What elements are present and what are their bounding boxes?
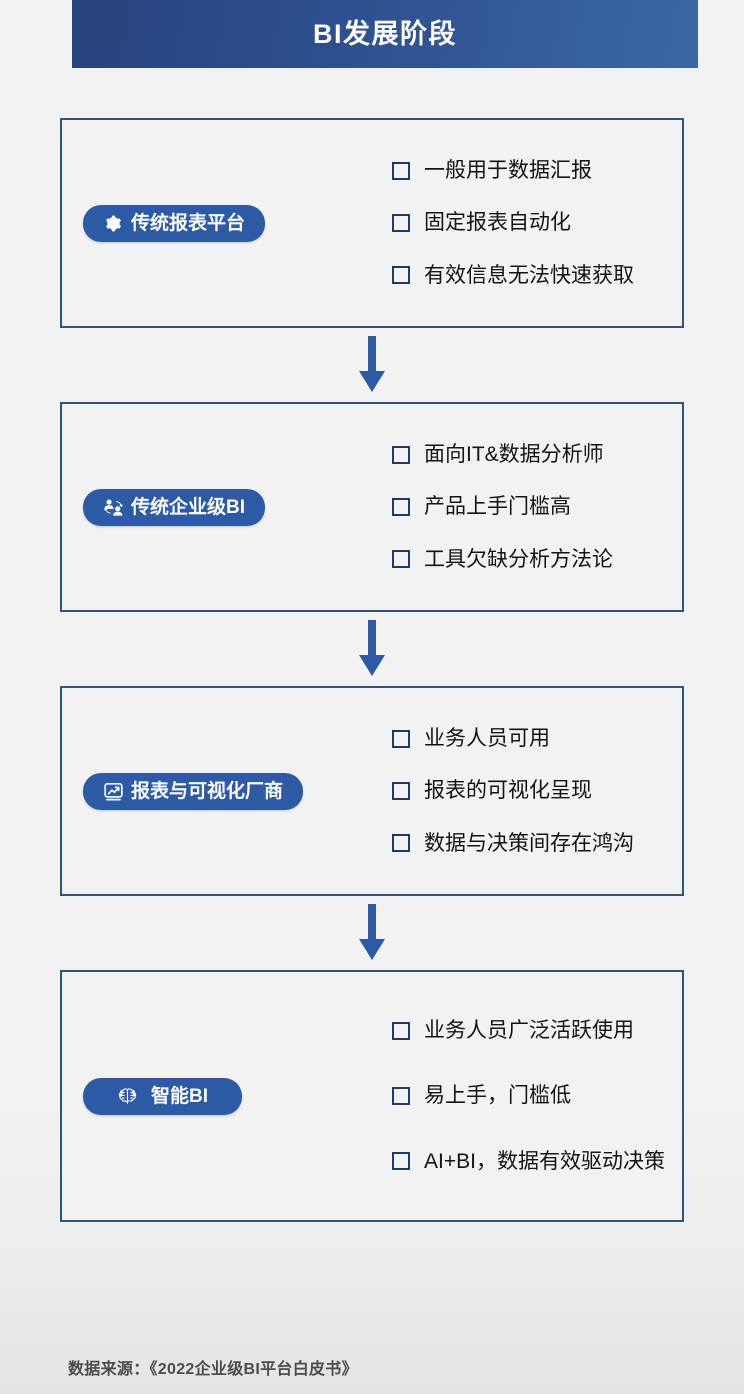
stage-flow: 传统报表平台 一般用于数据汇报 固定报表自动化 有效信息无法快速获取 bbox=[0, 118, 744, 1222]
checkbox-icon bbox=[392, 266, 410, 285]
stage-card-3[interactable]: 报表与可视化厂商 业务人员可用 报表的可视化呈现 数据与决策间存在鸿沟 bbox=[60, 686, 684, 896]
stage-4-badge[interactable]: 智能BI bbox=[83, 1077, 243, 1115]
users-exchange-icon bbox=[103, 497, 124, 518]
bullet-label: 面向IT&数据分析师 bbox=[424, 443, 604, 467]
checkbox-icon bbox=[392, 1152, 410, 1171]
stage-2-badge[interactable]: 传统企业级BI bbox=[83, 488, 266, 526]
bullet-label: 报表的可视化呈现 bbox=[424, 779, 592, 803]
bullet-label: 有效信息无法快速获取 bbox=[424, 263, 634, 287]
stage-4-bullets: 业务人员广泛活跃使用 易上手，门槛低 AI+BI，数据有效驱动决策 bbox=[392, 1019, 682, 1173]
page-title: BI发展阶段 bbox=[313, 18, 457, 49]
stage-1-badge-label: 传统报表平台 bbox=[131, 212, 246, 234]
bullet-label: 工具欠缺分析方法论 bbox=[424, 547, 613, 571]
checkbox-icon bbox=[392, 782, 410, 800]
arrow-down-icon bbox=[359, 336, 385, 392]
bullet-item: AI+BI，数据有效驱动决策 bbox=[392, 1150, 672, 1173]
bullet-item: 产品上手门槛高 bbox=[392, 495, 672, 518]
bullet-item: 固定报表自动化 bbox=[392, 211, 672, 234]
bullet-item: 数据与决策间存在鸿沟 bbox=[392, 832, 672, 855]
bullet-label: 易上手，门槛低 bbox=[424, 1084, 571, 1108]
stage-card-4[interactable]: 智能BI 业务人员广泛活跃使用 易上手，门槛低 AI+BI，数据有效驱动决策 bbox=[60, 970, 684, 1222]
stage-4-badge-column: 智能BI bbox=[62, 1077, 392, 1115]
bullet-item: 有效信息无法快速获取 bbox=[392, 264, 672, 287]
stage-2-badge-column: 传统企业级BI bbox=[62, 488, 392, 526]
checkbox-icon bbox=[392, 498, 410, 516]
bullet-label: AI+BI，数据有效驱动决策 bbox=[424, 1149, 665, 1173]
bullet-item: 工具欠缺分析方法论 bbox=[392, 548, 672, 571]
stage-1-bullets: 一般用于数据汇报 固定报表自动化 有效信息无法快速获取 bbox=[392, 159, 682, 287]
chart-line-box-icon bbox=[103, 781, 124, 802]
ai-brain-icon bbox=[117, 1086, 138, 1107]
gear-icon bbox=[103, 213, 124, 234]
bullet-label: 一般用于数据汇报 bbox=[424, 159, 592, 183]
checkbox-icon bbox=[392, 834, 410, 853]
checkbox-icon bbox=[392, 1087, 410, 1105]
stage-1-badge[interactable]: 传统报表平台 bbox=[83, 204, 266, 242]
stage-3-bullets: 业务人员可用 报表的可视化呈现 数据与决策间存在鸿沟 bbox=[392, 727, 682, 855]
stage-2-badge-label: 传统企业级BI bbox=[131, 496, 246, 518]
checkbox-icon bbox=[392, 445, 410, 464]
stage-3-badge-label: 报表与可视化厂商 bbox=[131, 780, 284, 802]
bullet-label: 固定报表自动化 bbox=[424, 211, 571, 235]
arrow-stage-1-to-2 bbox=[0, 328, 744, 402]
stage-1-badge-column: 传统报表平台 bbox=[62, 204, 392, 242]
bullet-label: 数据与决策间存在鸿沟 bbox=[424, 831, 634, 855]
bullet-label: 业务人员广泛活跃使用 bbox=[424, 1019, 634, 1043]
checkbox-icon bbox=[392, 729, 410, 748]
bullet-item: 面向IT&数据分析师 bbox=[392, 443, 672, 466]
stage-3-badge[interactable]: 报表与可视化厂商 bbox=[83, 772, 304, 810]
arrow-stage-3-to-4 bbox=[0, 896, 744, 970]
header-banner: BI发展阶段 bbox=[72, 0, 698, 68]
checkbox-icon bbox=[392, 1021, 410, 1040]
bullet-item: 报表的可视化呈现 bbox=[392, 779, 672, 802]
checkbox-icon bbox=[392, 214, 410, 232]
bullet-item: 业务人员广泛活跃使用 bbox=[392, 1019, 672, 1042]
stage-2-bullets: 面向IT&数据分析师 产品上手门槛高 工具欠缺分析方法论 bbox=[392, 443, 682, 571]
bullet-item: 一般用于数据汇报 bbox=[392, 159, 672, 182]
bullet-item: 业务人员可用 bbox=[392, 727, 672, 750]
bullet-item: 易上手，门槛低 bbox=[392, 1084, 672, 1107]
stage-card-2[interactable]: 传统企业级BI 面向IT&数据分析师 产品上手门槛高 工具欠缺分析方法论 bbox=[60, 402, 684, 612]
bullet-label: 产品上手门槛高 bbox=[424, 495, 571, 519]
data-source-note: 数据来源：《2022企业级BI平台白皮书》 bbox=[68, 1361, 358, 1378]
checkbox-icon bbox=[392, 161, 410, 180]
arrow-down-icon bbox=[359, 904, 385, 960]
bullet-label: 业务人员可用 bbox=[424, 727, 550, 751]
stage-4-badge-label: 智能BI bbox=[151, 1085, 209, 1107]
arrow-stage-2-to-3 bbox=[0, 612, 744, 686]
stage-card-1[interactable]: 传统报表平台 一般用于数据汇报 固定报表自动化 有效信息无法快速获取 bbox=[60, 118, 684, 328]
arrow-down-icon bbox=[359, 620, 385, 676]
stage-3-badge-column: 报表与可视化厂商 bbox=[62, 772, 392, 810]
checkbox-icon bbox=[392, 550, 410, 569]
